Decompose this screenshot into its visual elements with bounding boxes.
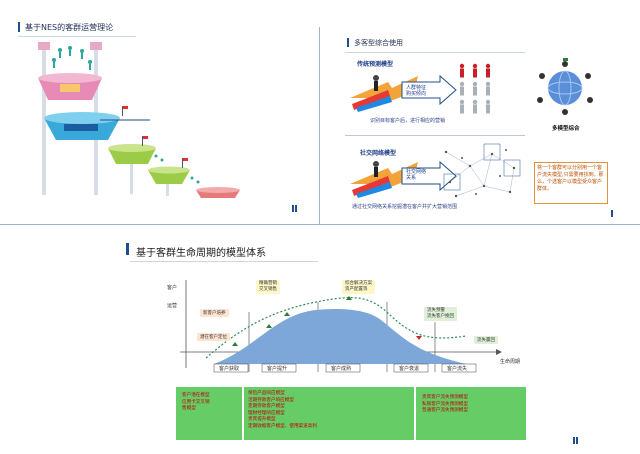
- page-marker-top-left-2: [295, 205, 297, 212]
- table-cell: 普通客户流失预测模型: [422, 408, 468, 414]
- page-marker-bottom: [573, 437, 575, 444]
- table-cell: 售模型: [182, 406, 196, 412]
- section-divider-right: [345, 135, 525, 136]
- customer-figure: [485, 99, 491, 114]
- table-col-2: 保险产品响应模型 活期存款客户响应模型 定期存款客户模型 理财经理响应模型 贵宾…: [248, 391, 317, 431]
- title-marker-right: [347, 38, 349, 47]
- traditional-model-graphic: [350, 74, 457, 112]
- callout-potential-customer: 潜在客户定位: [197, 333, 230, 341]
- callout-churn-lost: 流失赢回: [474, 336, 498, 344]
- title-underline-bottom: [130, 261, 318, 262]
- social-model-graphic: [350, 160, 457, 198]
- lifecycle-title: 基于客群生命周期的模型体系: [136, 248, 266, 259]
- callout-churn-warning: 流失预警 流失客户挽回: [424, 307, 457, 321]
- lifecycle-area: [214, 309, 466, 364]
- stage-label-decline: 客户衰退: [399, 366, 420, 372]
- customer-figure: [472, 99, 478, 114]
- title-underline-right: [345, 52, 525, 53]
- people-figures-top: [52, 46, 92, 70]
- table-cell: 信用卡交叉销: [182, 399, 210, 405]
- stage-label-acquire: 客户获取: [219, 366, 240, 372]
- table-cell: 贵宾客户流失预测模型: [422, 395, 468, 400]
- customer-figure: [459, 99, 465, 114]
- title-marker-bottom: [126, 243, 129, 255]
- x-axis-label: 生命周期: [500, 359, 521, 365]
- traditional-caption: 识别目标客户后，进行相应的营销: [370, 118, 446, 124]
- model-table: 客户潜在模型 信用卡交叉销 售模型 保险产品响应模型 活期存款客户响应模型 定期…: [176, 387, 526, 440]
- social-network-graph: [443, 143, 521, 198]
- title-underline: [18, 36, 136, 37]
- funnel-cup-green: [108, 148, 156, 164]
- lifecycle-chart: [180, 280, 502, 373]
- page-marker-top-left: [292, 205, 294, 212]
- pillar-cap-right: [90, 42, 102, 50]
- stage-label-mature: 客户成熟: [331, 366, 352, 372]
- table-cell: 理财经理响应模型: [248, 410, 285, 416]
- table-col-1: 客户潜在模型 信用卡交叉销 售模型: [182, 393, 210, 413]
- callout-comprehensive-solution: 综合解决方案 资产配置等: [342, 280, 375, 294]
- traditional-model-label: 传统预测模型: [357, 61, 394, 68]
- title-marker: [18, 22, 20, 32]
- funnel-cup-green-2: [148, 170, 190, 184]
- customer-figure: [459, 63, 465, 78]
- stage-label-promote: 客户提升: [267, 366, 288, 372]
- y-axis-label-top: 客户: [167, 285, 178, 291]
- social-arrow-text: 社交网络 关系: [406, 169, 427, 181]
- traditional-arrow-text: 人群特征 购买倾向: [406, 85, 427, 97]
- integrated-label: 多模型综合: [552, 126, 580, 132]
- funnel-illustration: [38, 42, 240, 198]
- table-cell: 活期存款客户响应模型: [248, 397, 294, 403]
- social-model-label: 社交网络模型: [360, 150, 397, 157]
- horizontal-divider: [0, 224, 640, 225]
- stage-boxes: [213, 363, 477, 373]
- integrated-note-text: 将一个客群可以分别用一个客户流失模型,只需要用找到。那么，个选客户以模型受众客户…: [537, 165, 604, 192]
- customer-figure: [472, 63, 478, 78]
- callout-new-customer: 新客户培养: [200, 309, 229, 317]
- table-col-divider-1: [242, 387, 244, 440]
- customer-figure: [485, 81, 491, 96]
- table-col-3: 贵宾客户流失预测模型 私银客户流失预测模型 普通客户流失预测模型: [422, 395, 468, 415]
- stage-label-churn: 客户流失: [447, 366, 468, 372]
- customer-figure: [485, 63, 491, 78]
- panel-title-nes: 基于NES的客群运营理论: [25, 23, 114, 32]
- table-cell: 贵宾提升模型: [248, 417, 276, 423]
- y-axis-label-sub: 运营: [167, 303, 178, 309]
- customer-figures-grid: [459, 63, 491, 114]
- integrated-note-box: 将一个客群可以分别用一个客户流失模型,只需要用找到。那么，个选客户以模型受众客户…: [534, 162, 608, 204]
- pillar-left: [42, 45, 46, 195]
- social-caption: 通过社交网络关系挖掘潜在客户并扩大营销范围: [352, 204, 458, 210]
- page-marker-top-right: [611, 210, 613, 217]
- down-arrows: [416, 336, 422, 340]
- pillar-cap-left: [38, 42, 50, 50]
- page-marker-bottom-2: [576, 437, 578, 444]
- up-arrows: [232, 296, 352, 346]
- panel-title-multi-model: 多客型综合使用: [354, 39, 403, 47]
- table-cell: 定期存款客户模型: [248, 404, 285, 410]
- table-cell: 定期收缩客户模型、使用渠道高利: [248, 423, 317, 429]
- table-cell: 保险产品响应模型: [248, 391, 285, 396]
- customer-figure: [472, 81, 478, 96]
- table-col-divider-2: [414, 387, 416, 440]
- callout-precision-marketing: 精确营销 交叉销售: [256, 280, 280, 294]
- globe-network-graphic: [537, 58, 593, 115]
- flags: [122, 106, 188, 168]
- vertical-divider: [319, 27, 320, 224]
- table-cell: 私银客户流失预测模型: [422, 401, 468, 407]
- table-cell: 客户潜在模型: [182, 393, 210, 398]
- customer-figure: [459, 81, 465, 96]
